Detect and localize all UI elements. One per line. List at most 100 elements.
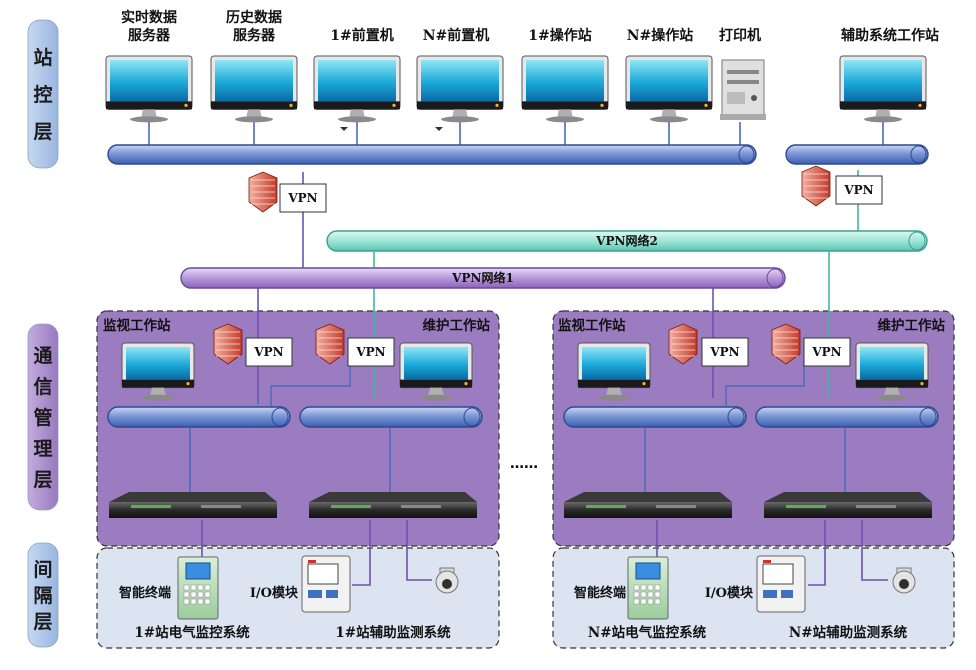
bay-link-wire [406,520,432,581]
io-button [326,590,338,598]
monitor-base [876,394,908,401]
monitor-base [420,394,452,401]
monitor-ws-icon [577,342,651,401]
vpn-label: VPN [287,191,317,205]
terminal-key [204,584,211,591]
monitor-base [235,116,273,123]
top-device-label: 历史数据 [226,9,282,26]
terminal-key [654,584,661,591]
top-device-label: 1#操作站 [528,27,591,44]
io-display [762,563,794,585]
vpn-gateway-s1-left: VPN [213,323,293,367]
rack-top [764,492,932,502]
camera-lens [442,579,452,589]
rack-front [309,502,477,518]
vpn-label: VPN [843,183,873,197]
power-led-icon [186,382,190,386]
terminal-key [633,584,640,591]
monitor-ws-icon [121,342,195,401]
io-led [763,560,771,563]
vpn-box [701,337,749,367]
mouse-icon [435,127,443,131]
maint-ws-icon [855,342,929,401]
monitor-neck [884,387,900,397]
power-led-icon [600,103,604,107]
monitor-base [441,116,479,123]
station-n-comm-panel [552,310,955,547]
vpn-label: VPN [811,345,841,359]
power-led-icon [184,103,188,107]
top-device-label: 1#前置机 [330,27,393,44]
top-device-label: 服务器 [233,27,276,44]
monitor-ws-label: 监视工作站 [103,317,171,334]
station-n-right-bus-end [919,407,937,427]
printer-panel [727,92,745,104]
terminal-key [204,598,211,605]
monitor-chin [106,101,192,110]
vpn-gateway-top-right: VPN [801,165,883,207]
monitor-base [864,116,902,123]
power-led-icon [704,103,708,107]
terminal-screen [635,562,661,580]
vpn-box [279,183,327,213]
top-monitor-icon [521,55,609,123]
vpn-label: VPN [709,345,739,359]
rack-led-strip [131,505,171,508]
monitor-chin [417,101,503,110]
terminal-key [640,584,647,591]
switch-rack-icon [309,492,477,518]
bay-layer-char: 层 [33,611,52,633]
vpn-network-2-end [908,231,926,251]
vpn-bridge-wire [270,360,351,408]
comm-layer-char: 理 [33,438,52,460]
top-monitor-icon [625,55,713,123]
vpn-label: VPN [355,345,385,359]
io-led [308,560,316,563]
monitor-chin [211,101,297,110]
terminal-key [640,591,647,598]
monitor-chin [840,101,926,110]
vpn-network-1-label: VPN网络1 [451,270,514,285]
station-1-left-bus-end [271,407,289,427]
elec-system-label: N#站电气监控系统 [588,624,707,641]
monitor-neck [349,109,365,119]
vpn-network-2-label: VPN网络2 [595,233,658,248]
station-1-right-bus-end [463,407,481,427]
rack-top [109,492,277,502]
io-label: I/O模块 [705,585,754,601]
comm-layer-char: 层 [33,469,52,491]
station-n-left-bus-end [727,407,745,427]
comm-layer-char: 管 [33,406,52,429]
power-led-icon [289,103,293,107]
rack-led-strip [786,505,826,508]
vpn-bridge-wire [725,360,805,408]
station-layer-char: 站 [33,46,52,69]
vpn-box [347,337,395,367]
rack-front [764,502,932,518]
vpn-label: VPN [253,345,283,359]
aux-monitor-icon [839,55,927,123]
monitor-chin [856,379,928,388]
monitor-screen [860,347,924,380]
aux-workstation-label: 辅助系统工作站 [841,27,939,44]
monitor-neck [661,109,677,119]
io-module-icon [756,555,806,613]
top-device-label: N#前置机 [423,27,490,44]
monitor-chin [578,379,650,388]
monitor-screen [215,60,293,102]
monitor-screen [318,60,396,102]
smart-terminal-icon [177,556,219,620]
terminal-key [190,584,197,591]
station-layer-char: 控 [33,83,52,106]
monitor-base [338,116,376,123]
monitor-neck [557,109,573,119]
monitor-neck [246,109,262,119]
monitor-neck [606,387,622,397]
printer-icon [720,59,766,120]
terminal-key [183,598,190,605]
terminal-label: 智能终端 [119,585,171,601]
monitor-neck [150,387,166,397]
station-layer-bar [27,19,59,169]
